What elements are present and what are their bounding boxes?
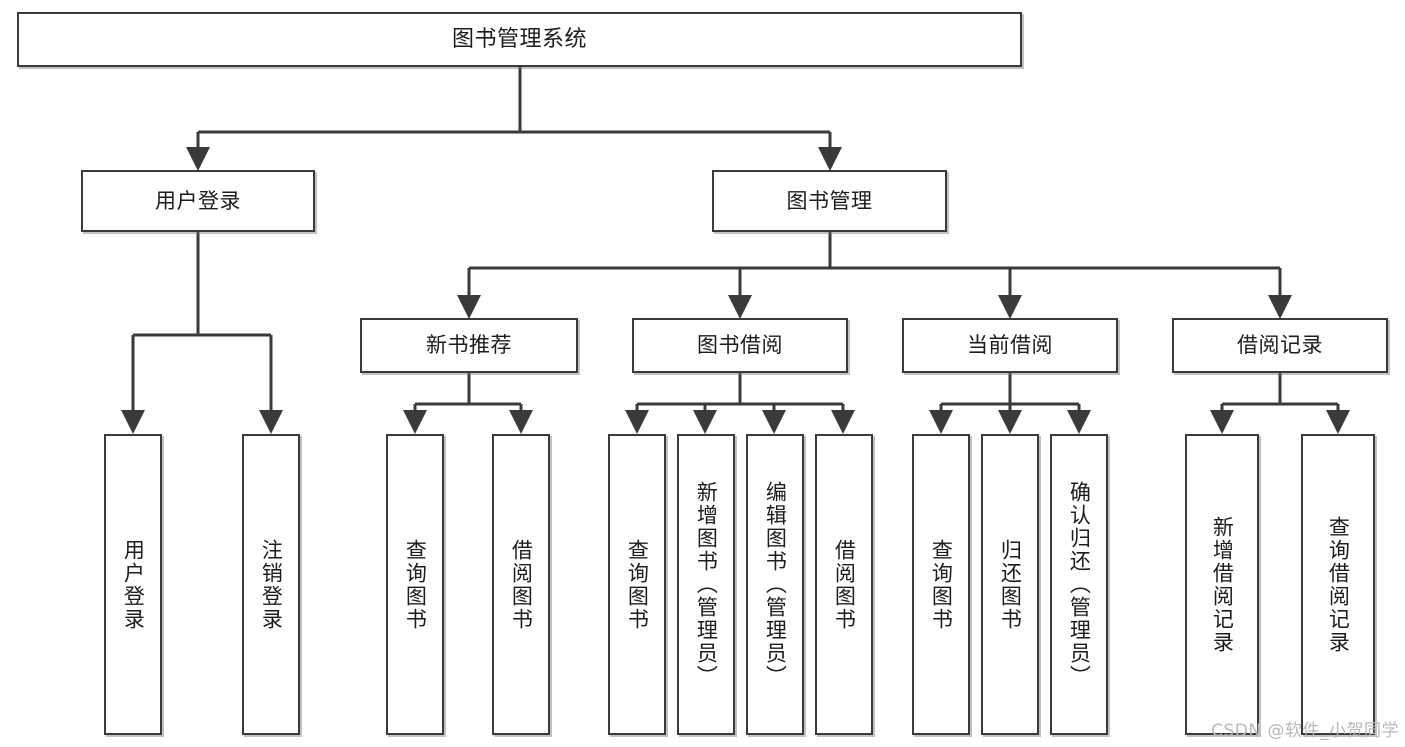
node-label: 编辑图书（管理员） — [763, 481, 788, 688]
leaf-borrow-book-recommendation[interactable]: 借阅图书 — [492, 434, 550, 735]
node-label: 确认归还（管理员） — [1067, 481, 1092, 688]
node-label: 当前借阅 — [967, 333, 1053, 358]
leaf-query-book-borrowing[interactable]: 查询图书 — [608, 434, 666, 735]
node-label: 查询图书 — [403, 538, 428, 631]
node-label: 查询图书 — [929, 538, 954, 631]
node-label: 图书借阅 — [697, 333, 783, 358]
leaf-confirm-return-admin[interactable]: 确认归还（管理员） — [1050, 434, 1108, 735]
leaf-user-login[interactable]: 用户登录 — [104, 434, 162, 735]
node-label: 图书管理系统 — [451, 26, 587, 52]
node-label: 用户登录 — [155, 188, 241, 213]
node-current-borrowing[interactable]: 当前借阅 — [902, 318, 1118, 373]
node-label: 新增图书（管理员） — [694, 481, 719, 688]
node-root-book-management-system[interactable]: 图书管理系统 — [17, 12, 1022, 67]
node-label: 用户登录 — [121, 538, 146, 631]
leaf-return-book[interactable]: 归还图书 — [981, 434, 1039, 735]
leaf-query-book-recommendation[interactable]: 查询图书 — [386, 434, 444, 735]
leaf-query-borrowing-record[interactable]: 查询借阅记录 — [1301, 434, 1375, 735]
node-label: 查询借阅记录 — [1326, 515, 1351, 654]
node-label: 新增借阅记录 — [1210, 515, 1235, 654]
node-label: 归还图书 — [998, 538, 1023, 631]
node-new-book-recommendation[interactable]: 新书推荐 — [360, 318, 578, 373]
csdn-watermark: CSDN @软件_小贺同学 — [1211, 721, 1399, 741]
node-label: 查询图书 — [625, 538, 650, 631]
node-user-login[interactable]: 用户登录 — [81, 170, 315, 232]
leaf-borrow-book[interactable]: 借阅图书 — [815, 434, 873, 735]
leaf-add-borrowing-record[interactable]: 新增借阅记录 — [1185, 434, 1259, 735]
node-label: 借阅图书 — [832, 538, 857, 631]
node-label: 图书管理 — [786, 188, 873, 213]
node-label: 新书推荐 — [426, 333, 512, 358]
node-book-management[interactable]: 图书管理 — [712, 170, 947, 232]
node-label: 注销登录 — [259, 538, 284, 631]
leaf-edit-book-admin[interactable]: 编辑图书（管理员） — [746, 434, 804, 735]
leaf-logout[interactable]: 注销登录 — [242, 434, 300, 735]
leaf-query-book-current[interactable]: 查询图书 — [912, 434, 970, 735]
leaf-add-book-admin[interactable]: 新增图书（管理员） — [677, 434, 735, 735]
node-book-borrowing[interactable]: 图书借阅 — [632, 318, 848, 373]
node-borrowing-records[interactable]: 借阅记录 — [1172, 318, 1388, 373]
node-label: 借阅图书 — [509, 538, 534, 631]
node-label: 借阅记录 — [1237, 333, 1323, 358]
